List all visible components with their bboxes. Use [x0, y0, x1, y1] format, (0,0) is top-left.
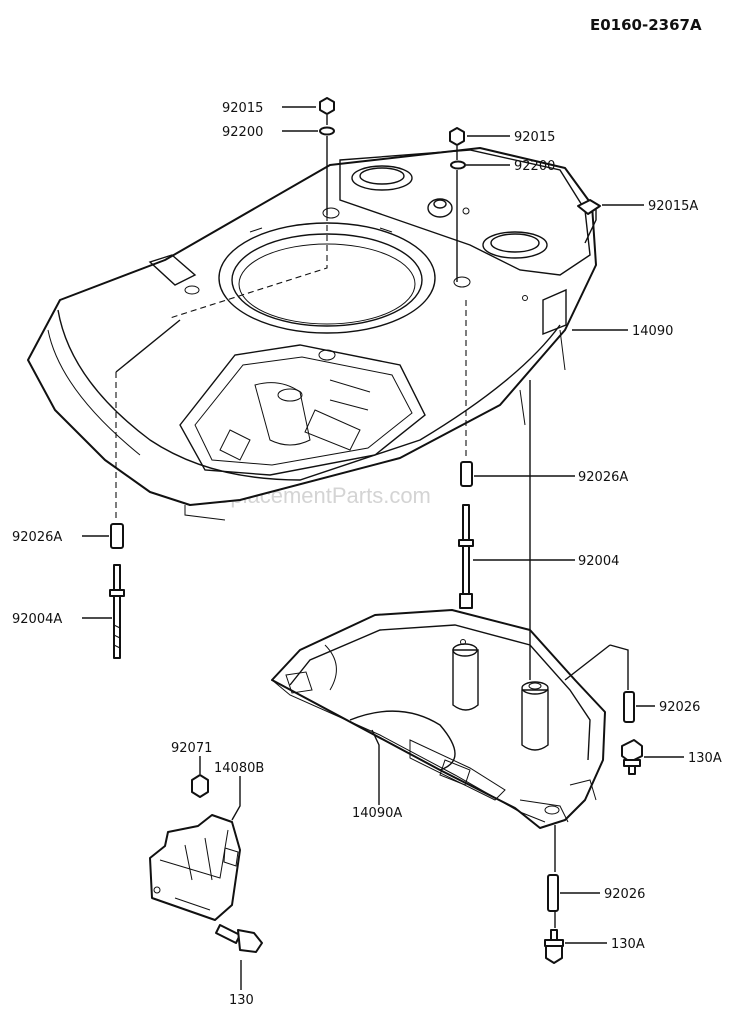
label-bolt-bracket: 130	[229, 993, 254, 1008]
label-bolt-bottom: 130A	[611, 937, 645, 952]
nut-92071-icon	[191, 774, 209, 798]
upper-cover	[27, 147, 597, 521]
bolt-130-icon	[215, 924, 263, 953]
stud-92004-right-icon	[458, 504, 474, 609]
bolt-130a-bottom-icon	[544, 929, 564, 964]
label-washer-top-right: 92200	[514, 159, 555, 174]
label-cover-upper: 14090	[632, 324, 673, 339]
collar-92026a-right-icon	[460, 461, 473, 487]
label-washer-top-left: 92200	[222, 125, 263, 140]
label-cover-lower: 14090A	[352, 806, 402, 821]
washer-92200-right-icon	[450, 160, 466, 170]
label-stud-right: 92004	[578, 554, 619, 569]
nut-92015-right-icon	[449, 127, 465, 146]
label-nut-bracket: 92071	[171, 741, 212, 756]
washer-92200-left-icon	[319, 126, 335, 136]
collar-92026-bottom-icon	[547, 874, 559, 912]
leader-lines	[82, 106, 684, 990]
collar-92026-right-icon	[623, 691, 635, 723]
label-collar-lower-right: 92026	[659, 700, 700, 715]
label-nut-top-right: 92015	[514, 130, 555, 145]
label-bolt-right: 130A	[688, 751, 722, 766]
reference-code: E0160-2367A	[590, 16, 702, 34]
nut-92015-left-icon	[319, 97, 335, 115]
label-nut-top-left: 92015	[222, 101, 263, 116]
stud-92004a-left-icon	[109, 564, 125, 659]
label-collar-right: 92026A	[578, 470, 628, 485]
square-nut-92015a-icon	[577, 199, 601, 215]
label-bracket: 14080B	[214, 761, 264, 776]
bracket	[149, 814, 241, 921]
label-collar-bottom: 92026	[604, 887, 645, 902]
label-square-nut: 92015A	[648, 199, 698, 214]
label-stud-left: 92004A	[12, 612, 62, 627]
lower-cover	[271, 609, 606, 829]
collar-92026a-left-icon	[110, 523, 124, 549]
label-collar-left: 92026A	[12, 530, 62, 545]
bolt-130a-right-icon	[621, 739, 643, 775]
